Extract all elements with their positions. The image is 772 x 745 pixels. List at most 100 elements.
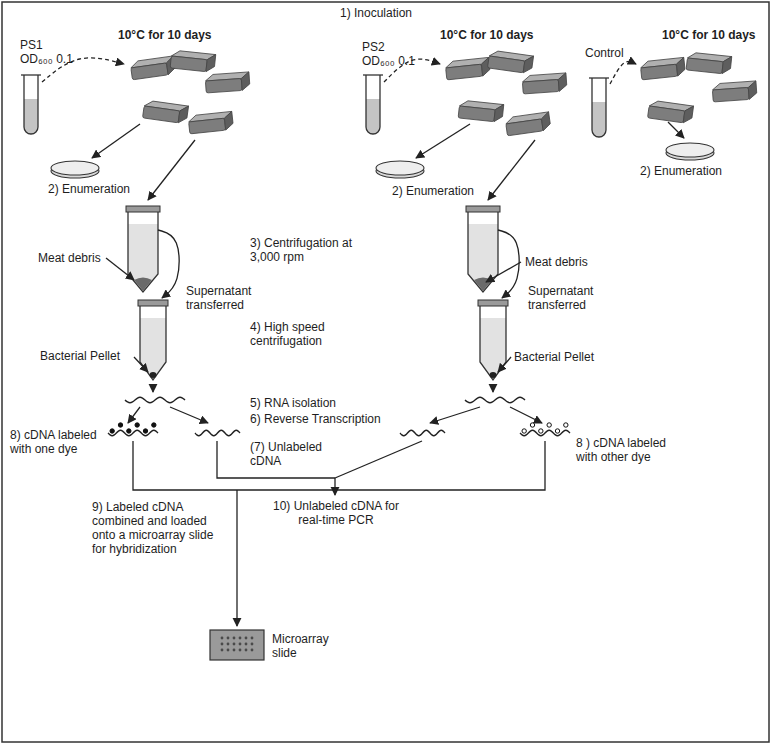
step-label: PS2 (362, 40, 385, 54)
tube-cap (478, 300, 508, 306)
array-spot (233, 649, 236, 652)
flow-arrow (498, 230, 519, 298)
tube-cap (466, 206, 500, 212)
meat-front (647, 106, 684, 123)
step-label: 8 ) cDNA labeled with other dye (576, 436, 684, 464)
meat-front (446, 64, 483, 80)
test-tube (24, 75, 38, 134)
flow-arrow (158, 230, 179, 298)
array-spot (221, 637, 224, 640)
array-spot (233, 643, 236, 646)
step-label: PS1 (20, 38, 43, 52)
dye-dot (118, 423, 122, 427)
meat-piece (487, 50, 533, 74)
merge-line (217, 441, 335, 478)
step-label: 2) Enumeration (48, 182, 130, 196)
meat-side (241, 72, 250, 91)
meat-side (541, 112, 551, 131)
array-spot (245, 643, 248, 646)
leader-arrow (134, 357, 148, 372)
rna-strand (465, 397, 525, 402)
step-label: Supernatant transferred (528, 284, 610, 312)
flow-arrow (430, 407, 480, 423)
meat-piece (205, 72, 250, 93)
meat-front (522, 79, 559, 93)
merge-line (133, 441, 237, 490)
array-spot (251, 649, 254, 652)
flow-arrow (92, 124, 140, 158)
meat-debris (134, 278, 152, 292)
tube-contents (468, 224, 498, 292)
flow-arrow (334, 478, 335, 495)
array-spot (245, 637, 248, 640)
step-label: 6) Reverse Transcription (250, 412, 381, 426)
step-label: Control (585, 46, 624, 60)
petri-dish-lid (51, 161, 99, 175)
array-spot (233, 637, 236, 640)
step-label: 10) Unlabeled cDNA for real-time PCR (270, 499, 402, 527)
meat-side (748, 81, 757, 100)
step-label: Meat debris (525, 255, 588, 269)
step-label: 10°C for 10 days (118, 28, 212, 42)
flow-arrow (148, 140, 195, 200)
merge-line (335, 441, 422, 478)
flow-arrow (492, 384, 493, 392)
test-tube (592, 78, 606, 137)
meat-front (712, 87, 749, 101)
flow-arrow (416, 124, 470, 158)
step-label: 3) Centrifugation at 3,000 rpm (250, 236, 368, 264)
meat-front (506, 119, 543, 136)
dye-dot (135, 423, 139, 427)
meat-piece (712, 81, 757, 102)
centrifuge-tube (480, 306, 506, 380)
meat-front (641, 64, 678, 80)
tube-rim (589, 77, 609, 78)
array-spot (221, 649, 224, 652)
step-label: OD₆₀₀ 0.1 (362, 54, 415, 68)
meat-side (676, 57, 686, 76)
meat-front (170, 56, 207, 72)
flow-arrow (128, 407, 140, 423)
array-spot (227, 643, 230, 646)
centrifuge-tube (128, 212, 158, 292)
meat-side (494, 104, 504, 123)
dye-dot (152, 423, 156, 427)
step-label: 2) Enumeration (640, 164, 722, 178)
meat-side (722, 56, 732, 75)
step-label: 10°C for 10 days (662, 28, 756, 42)
array-spot (251, 643, 254, 646)
meat-front (205, 78, 242, 92)
tube-liquid (24, 99, 38, 134)
dye-dot (547, 423, 551, 427)
unlabeled-cdna (195, 430, 240, 435)
meat-side (224, 111, 234, 130)
step-label: OD₆₀₀ 0.1 (20, 52, 73, 66)
meat-side (523, 55, 533, 74)
meat-piece (522, 73, 567, 94)
meat-piece (458, 100, 504, 123)
test-tube (366, 75, 380, 134)
flow-arrow (236, 490, 237, 626)
bacterial-pellet (150, 372, 157, 378)
tube-contents (140, 318, 166, 380)
dye-dot (530, 423, 534, 427)
flow-arrow (488, 140, 535, 200)
meat-front (189, 118, 226, 134)
meat-piece (640, 57, 686, 80)
drawing (21, 50, 757, 660)
leader-arrow (106, 258, 134, 280)
unlabeled-cdna (400, 430, 445, 435)
step-label: 4) High speed centrifugation (250, 320, 362, 348)
tube-contents (128, 224, 158, 292)
centrifuge-tube (140, 306, 166, 380)
meat-piece (505, 112, 551, 136)
flow-arrow (170, 407, 208, 423)
dye-dot (539, 429, 543, 433)
tube-rim (363, 74, 383, 75)
dye-dot (143, 429, 147, 433)
incubation-arrow (610, 61, 636, 84)
array-spot (245, 649, 248, 652)
tube-cap (126, 206, 160, 212)
step-label: Bacterial Pellet (40, 349, 120, 363)
tube-liquid (366, 99, 380, 134)
